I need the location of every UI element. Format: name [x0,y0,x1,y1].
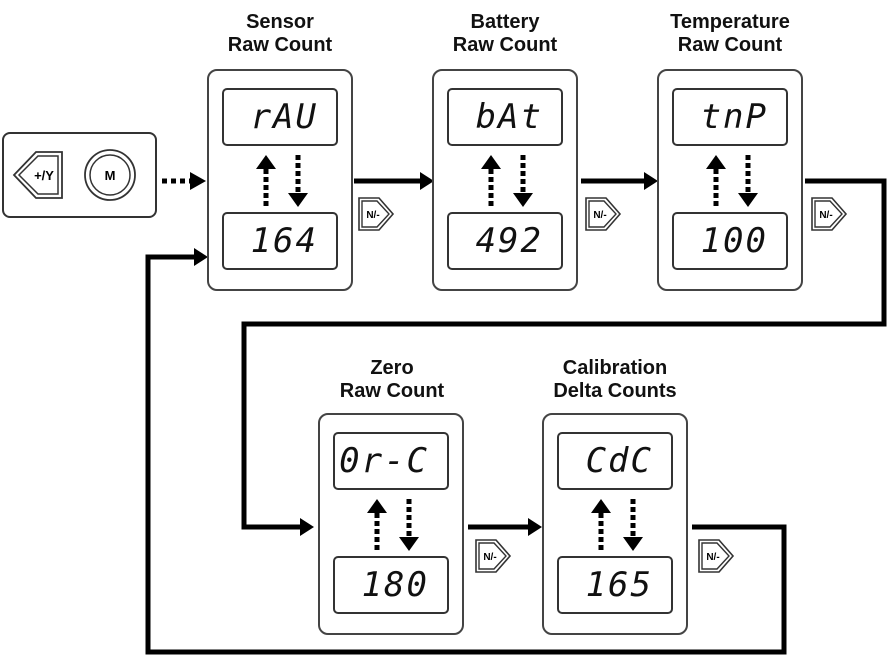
flow-arrowhead-return [194,248,208,266]
screen-card-battery: bAt 492 [432,69,578,291]
lcd-code-display: tnP [672,88,788,146]
up-down-arrows-icon [706,155,758,209]
screen-title-line2: Raw Count [339,380,445,402]
screen-title-line1: Zero [370,357,414,379]
next-button-label: N/- [483,552,496,563]
lcd-value-display: 492 [447,212,563,270]
lcd-value-display: 180 [333,556,449,614]
screen-title-line2: Raw Count [677,34,783,56]
up-down-arrows-icon [481,155,533,209]
mode-button[interactable]: M [84,149,136,201]
lcd-value-display: 100 [672,212,788,270]
screen-title-line2: Delta Counts [553,380,677,402]
screen-title: Temperature Raw Count [640,11,820,57]
lcd-code-display: CdC [557,432,673,490]
dotted-connector-arrowhead [190,172,206,190]
screen-title: Calibration Delta Counts [525,357,705,403]
lcd-code-display: rAU [222,88,338,146]
flow-arrowhead-1 [420,172,434,190]
screen-card-sensor: rAU 164 [207,69,353,291]
up-down-arrows-icon [256,155,308,209]
flow-return-line [145,254,787,655]
flow-wrap-line [241,178,887,530]
screen-title-line1: Battery [470,11,540,33]
next-button-label: N/- [819,210,832,221]
next-button-icon: N/- [475,539,512,573]
screen-title-line1: Calibration [562,357,668,379]
plus-yes-button-label: +/Y [34,168,54,183]
screen-title-line2: Raw Count [452,34,558,56]
lcd-value-display: 165 [557,556,673,614]
next-button-icon: N/- [358,197,395,231]
flow-arrowhead-3 [300,518,314,536]
screen-title: Battery Raw Count [415,11,595,57]
up-down-arrows-icon [591,499,643,553]
flow-arrowhead-2 [644,172,658,190]
screen-title-line1: Temperature [670,11,790,33]
next-button-icon: N/- [811,197,848,231]
next-button-label: N/- [593,210,606,221]
next-button-icon: N/- [698,539,735,573]
screen-title-line2: Raw Count [227,34,333,56]
screen-title: Zero Raw Count [302,357,482,403]
next-button-label: N/- [366,210,379,221]
lcd-code-display: bAt [447,88,563,146]
plus-yes-button[interactable]: +/Y [12,151,63,199]
screen-card-zero: 0r-C 180 [318,413,464,635]
control-keys-panel: +/Y M [2,132,157,218]
up-down-arrows-icon [367,499,419,553]
mode-button-label: M [105,168,116,183]
screen-card-calibration: CdC 165 [542,413,688,635]
lcd-code-display: 0r-C [333,432,449,490]
next-button-icon: N/- [585,197,622,231]
next-button-label: N/- [706,552,719,563]
lcd-value-display: 164 [222,212,338,270]
screen-title: Sensor Raw Count [190,11,370,57]
flow-arrowhead-4 [528,518,542,536]
screen-card-temperature: tnP 100 [657,69,803,291]
screen-title-line1: Sensor [246,11,314,33]
